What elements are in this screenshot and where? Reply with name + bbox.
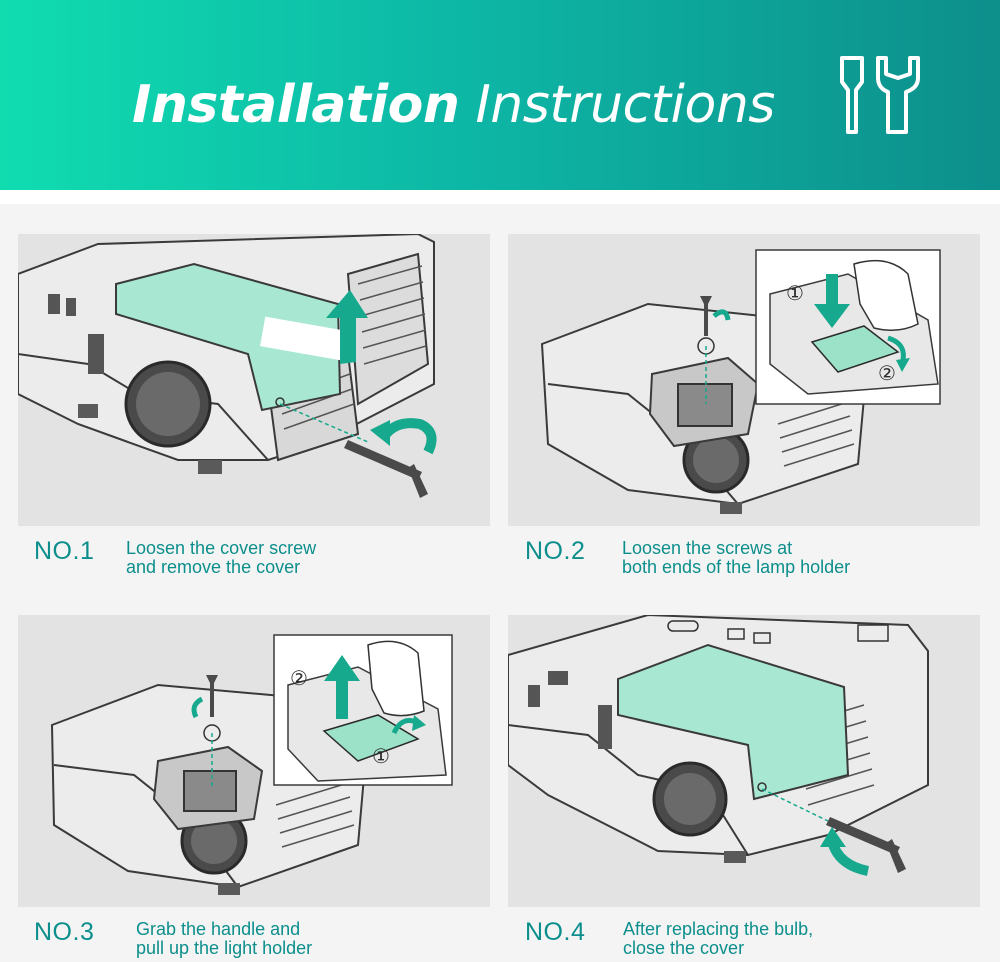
page-title-bold: Installation bbox=[132, 75, 460, 135]
step-1-description-line1: Loosen the cover screw bbox=[126, 538, 317, 558]
step-3-description-line1: Grab the handle and bbox=[136, 919, 301, 939]
step-2-callout-first: ① bbox=[786, 281, 804, 305]
step-1-number: NO.1 bbox=[34, 537, 95, 565]
divider-band bbox=[0, 190, 1000, 204]
step-2-description-line1: Loosen the screws at bbox=[622, 538, 793, 558]
step-2-description-line2: both ends of the lamp holder bbox=[622, 557, 851, 577]
step-1-illustration bbox=[18, 234, 490, 526]
step-2-number: NO.2 bbox=[525, 537, 586, 565]
step-4-description-line1: After replacing the bulb, bbox=[623, 919, 814, 939]
step-2-callout-second: ② bbox=[878, 361, 896, 385]
step-4-description-line2: close the cover bbox=[623, 938, 745, 958]
step-4-number: NO.4 bbox=[525, 918, 586, 946]
step-3-callout-first: ① bbox=[372, 744, 390, 768]
step-3-illustration: ② ① bbox=[18, 615, 490, 907]
step-1-description-line2: and remove the cover bbox=[126, 557, 301, 577]
screwdriver-wrench-icon bbox=[840, 56, 920, 134]
step-4-illustration bbox=[508, 615, 980, 907]
step-3-number: NO.3 bbox=[34, 918, 95, 946]
step-3-description-line2: pull up the light holder bbox=[136, 938, 313, 958]
page-title: Installation Instructions bbox=[132, 70, 775, 140]
header-banner: Installation Instructions bbox=[0, 0, 1000, 190]
step-2-illustration: ① ② bbox=[508, 234, 980, 526]
page-title-light: Instructions bbox=[475, 75, 775, 135]
step-3-callout-second: ② bbox=[290, 666, 308, 690]
